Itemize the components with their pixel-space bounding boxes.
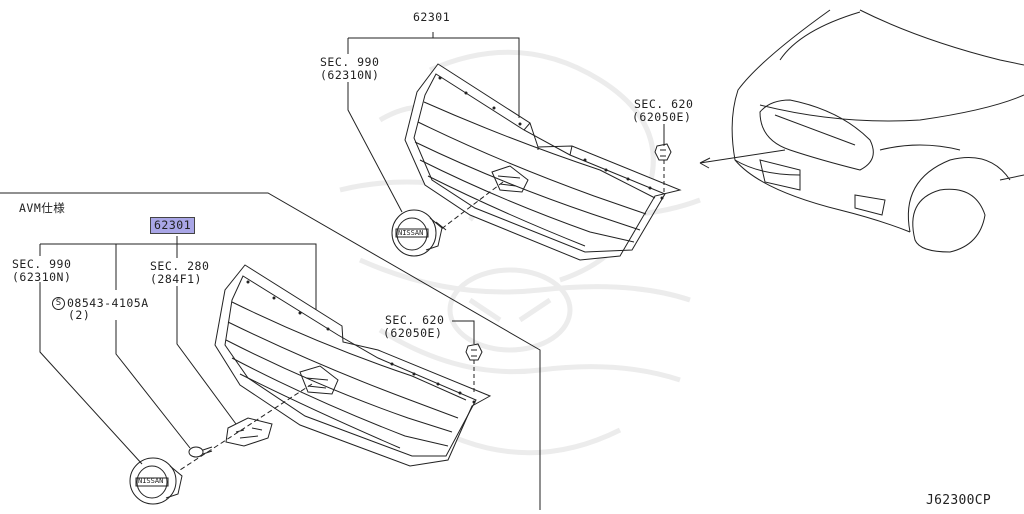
sec-990-ref-upper: (62310N) — [320, 68, 380, 82]
emblem-upper — [391, 209, 447, 257]
part-number-avm[interactable]: 62301 — [150, 217, 196, 234]
diagram-code: J62300CP — [926, 493, 992, 508]
sec-620-avm[interactable]: SEC. 620 — [385, 313, 445, 327]
screw-quantity: (2) — [68, 308, 91, 322]
clip-upper — [654, 143, 672, 161]
avm-group-border — [0, 192, 541, 510]
emblem-avm — [129, 457, 183, 505]
sec-620-ref-upper: (62050E) — [632, 110, 692, 124]
screw — [188, 446, 213, 458]
clip-avm — [465, 343, 483, 361]
sec-620-upper[interactable]: SEC. 620 — [634, 97, 694, 111]
pointer-arrow — [699, 149, 786, 164]
sec-990-avm[interactable]: SEC. 990 — [12, 257, 72, 271]
emblem-text-avm: NISSAN — [138, 477, 164, 485]
avm-heading: AVM仕様 — [19, 201, 66, 215]
screw-part-number[interactable]: 08543-4105A — [67, 296, 149, 310]
sec-280-avm[interactable]: SEC. 280 — [150, 259, 210, 273]
part-number-upper[interactable]: 62301 — [413, 10, 451, 24]
emblem-text-upper: NISSAN — [398, 229, 424, 237]
leader-lines-avm — [39, 236, 475, 471]
camera-bracket — [225, 417, 273, 447]
grille-avm — [214, 264, 492, 467]
screw-symbol: S — [52, 297, 65, 310]
car-front-view — [731, 9, 1024, 253]
leader-lines-upper — [347, 32, 665, 231]
sec-990-upper[interactable]: SEC. 990 — [320, 55, 380, 69]
sec-990-ref-avm: (62310N) — [12, 270, 72, 284]
sec-620-ref-avm: (62050E) — [383, 326, 443, 340]
grille-upper — [404, 63, 682, 261]
sec-280-ref-avm: (284F1) — [150, 272, 202, 286]
